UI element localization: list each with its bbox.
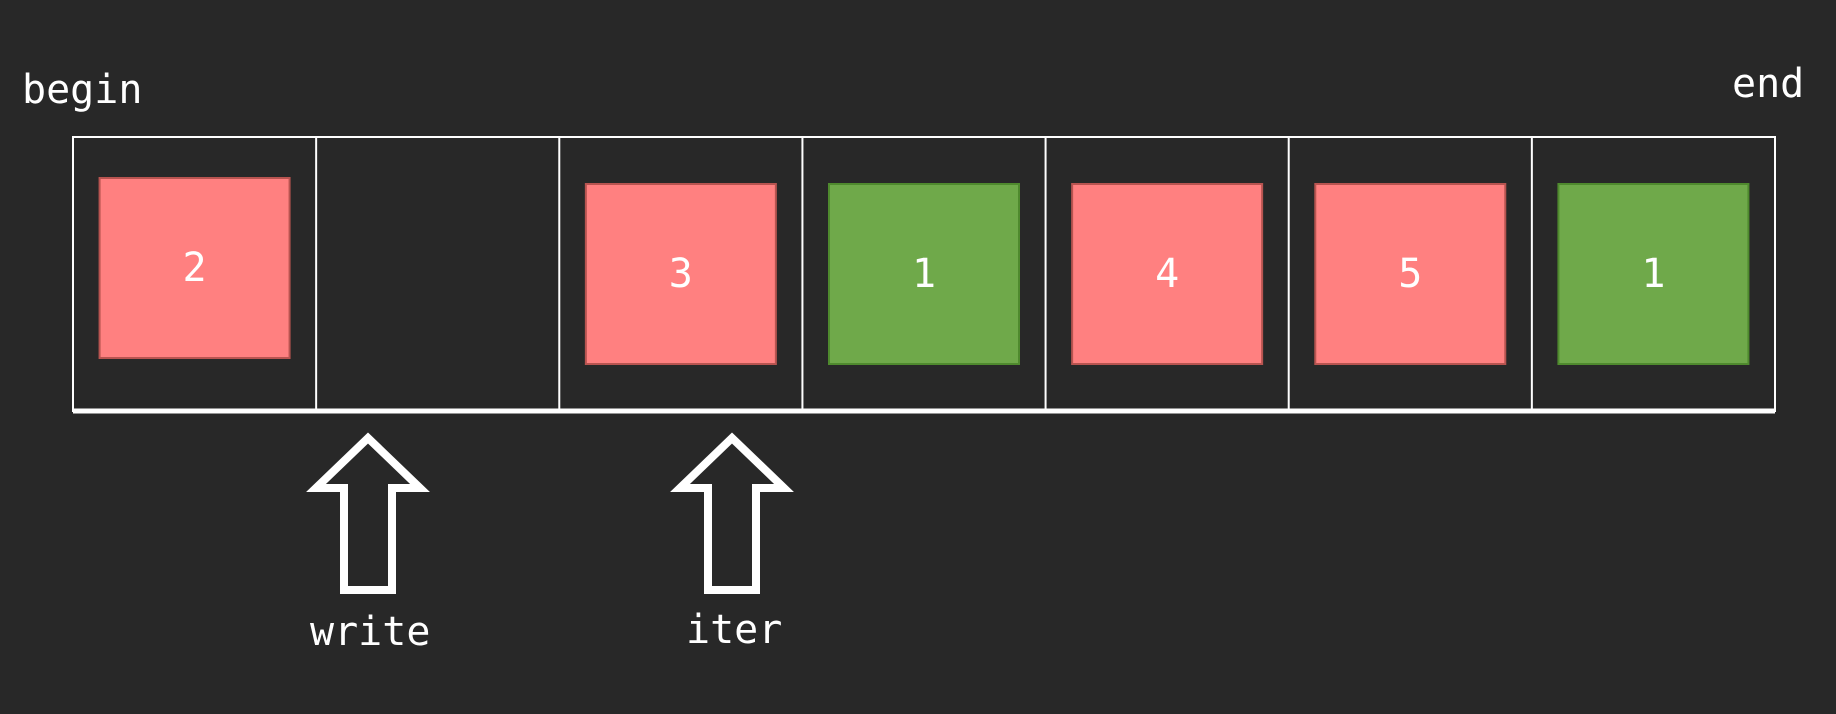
value-box	[1314, 183, 1507, 365]
pointer-arrows	[306, 432, 794, 594]
value-text: 3	[669, 251, 693, 297]
begin-label: begin	[22, 67, 143, 113]
cell-1-value-box: 2	[98, 177, 291, 359]
iter-arrow-icon	[670, 432, 794, 594]
write-arrow-icon	[306, 432, 430, 594]
value-text: 1	[912, 251, 936, 297]
value-box	[1557, 183, 1750, 365]
value-text: 1	[1641, 251, 1665, 297]
value-text: 2	[183, 245, 207, 291]
value-text: 4	[1155, 251, 1179, 297]
end-label: end	[1732, 61, 1805, 107]
cell-7-value-box: 1	[1557, 183, 1750, 365]
value-box	[98, 177, 291, 359]
array-cells: 2 3 1 4 5 1	[72, 136, 1776, 414]
cell-5-value-box: 4	[1071, 183, 1264, 365]
cell-3-value-box: 3	[584, 183, 777, 365]
cell-6-value-box: 5	[1314, 183, 1507, 365]
cell-4-value-box: 1	[828, 183, 1020, 365]
value-box	[1071, 183, 1264, 365]
value-box	[584, 183, 777, 365]
write-pointer-label: write	[310, 609, 431, 655]
value-box	[828, 183, 1020, 365]
value-text: 5	[1398, 251, 1422, 297]
iter-pointer-label: iter	[686, 607, 783, 653]
